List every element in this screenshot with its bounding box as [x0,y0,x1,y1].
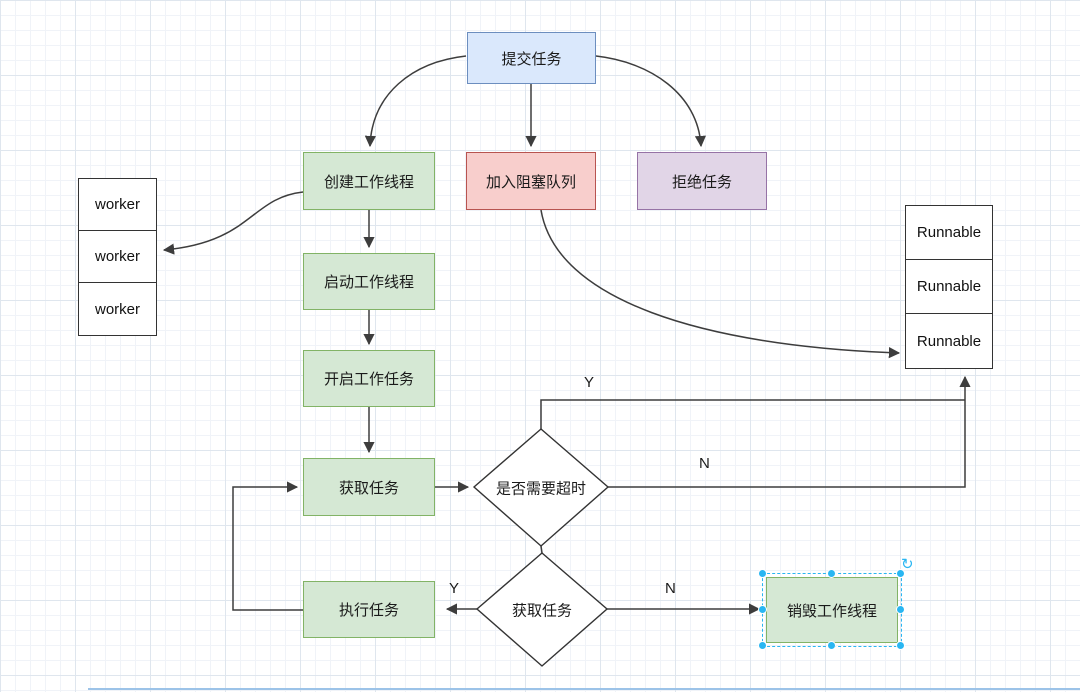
runnable-cell[interactable]: Runnable [906,206,992,260]
worker-cell[interactable]: worker [79,179,156,231]
edge-execute-loop[interactable] [232,481,303,611]
selection-handle[interactable] [758,605,767,614]
node-get-task[interactable]: 获取任务 [303,458,435,516]
node-submit-task[interactable]: 提交任务 [467,32,596,84]
worker-cell[interactable]: worker [79,283,156,335]
edge-create-to-workers[interactable] [162,191,304,255]
node-timeout-decision[interactable] [472,428,610,547]
node-get-task-decision-label[interactable]: 获取任务 [511,602,573,620]
edge-label-timeout-no[interactable]: N [699,455,710,472]
node-create-worker[interactable]: 创建工作线程 [303,152,435,210]
node-join-queue[interactable]: 加入阻塞队列 [466,152,596,210]
worker-cell[interactable]: worker [79,231,156,283]
node-get-task-decision[interactable] [475,552,609,667]
edge-label-gettask-yes[interactable]: Y [449,580,460,597]
edge-submit-to-create[interactable] [364,55,467,148]
edge-label-timeout-yes[interactable]: Y [584,374,595,391]
selection-handle[interactable] [896,605,905,614]
runnable-cell[interactable]: Runnable [906,260,992,314]
selection-handle[interactable] [896,641,905,650]
runnable-table[interactable]: Runnable Runnable Runnable [905,205,993,369]
edge-timeout-no[interactable] [608,375,971,488]
edge-label-gettask-no[interactable]: N [665,580,676,597]
node-timeout-decision-label[interactable]: 是否需要超时 [495,480,587,498]
node-reject-task[interactable]: 拒绝任务 [637,152,767,210]
edge-timeout-to-gettask-decision[interactable] [540,545,543,554]
node-start-task[interactable]: 开启工作任务 [303,350,435,407]
node-start-worker[interactable]: 启动工作线程 [303,253,435,310]
selection-handle[interactable] [827,569,836,578]
edge-submit-to-reject[interactable] [595,55,707,148]
node-destroy-worker[interactable]: 销毁工作线程 [766,577,898,643]
edge-timeout-yes[interactable] [540,399,965,429]
selection-handle[interactable] [827,641,836,650]
node-execute-task[interactable]: 执行任务 [303,581,435,638]
selection-handle[interactable] [758,569,767,578]
page-boundary-line [88,688,1080,690]
rotate-handle-icon[interactable]: ↻ [901,556,914,573]
worker-table[interactable]: worker worker worker [78,178,157,336]
selection-handle[interactable] [758,641,767,650]
runnable-cell[interactable]: Runnable [906,314,992,368]
edge-queue-to-runnable[interactable] [540,209,901,359]
